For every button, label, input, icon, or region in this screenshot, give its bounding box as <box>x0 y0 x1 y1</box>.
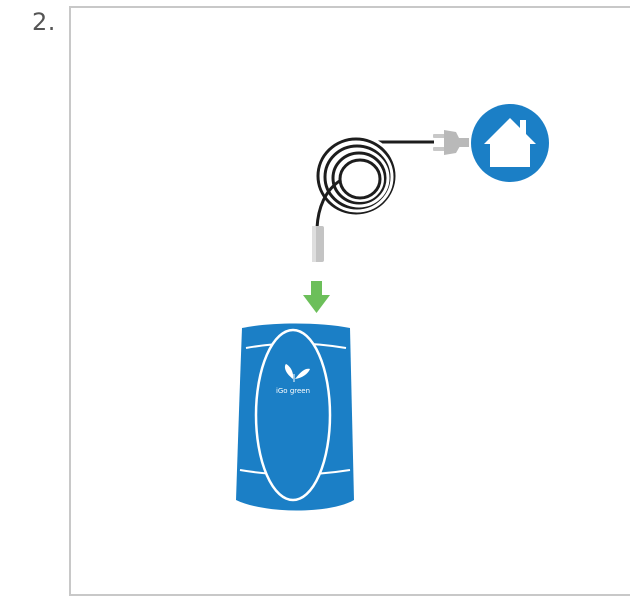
step-number: 2. <box>32 8 56 36</box>
down-arrow-icon <box>303 281 330 313</box>
plug-icon <box>433 130 469 155</box>
device-brand-label: iGo green <box>276 387 310 395</box>
coiled-cable-icon <box>313 134 434 229</box>
cable-connector <box>312 226 324 262</box>
house-icon <box>471 104 549 182</box>
leaf-logo-icon <box>284 364 310 382</box>
igo-device: iGo green <box>236 323 354 511</box>
